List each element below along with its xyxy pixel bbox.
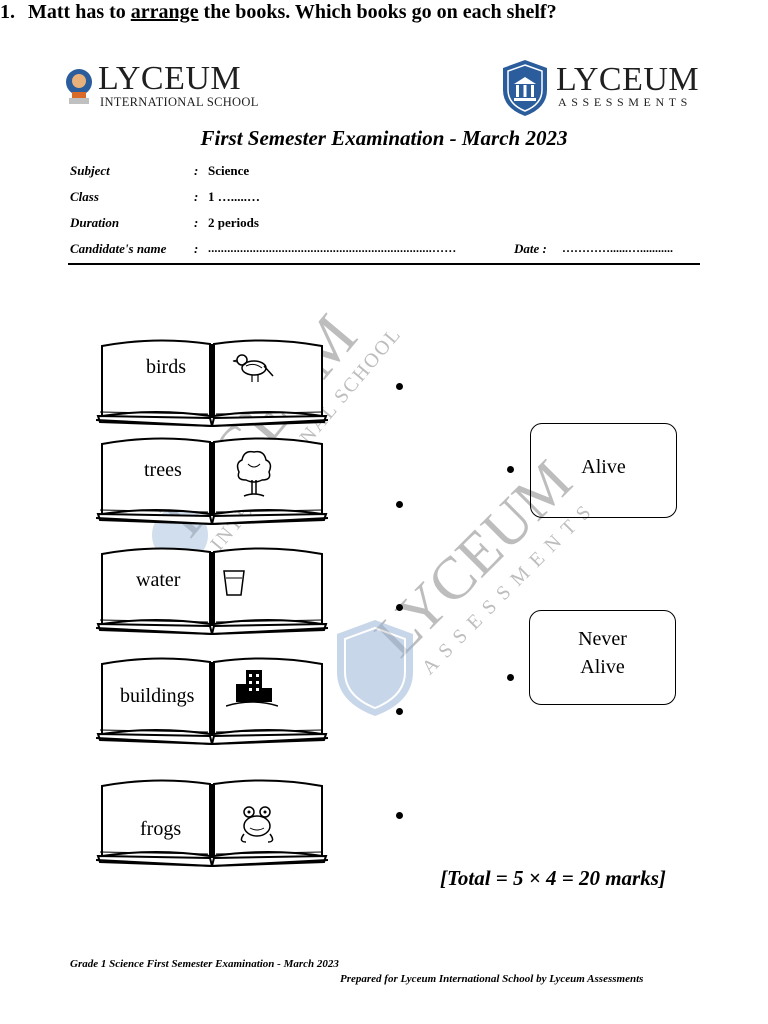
assessments-logo-subtitle: ASSESSMENTS [558,95,692,109]
book-frogs[interactable] [96,776,328,868]
match-dot-never-alive[interactable] [507,674,514,681]
question-text: Matt has to arrange the books. Which boo… [28,1,557,23]
class-colon: : [194,189,199,204]
date-label: Date : [514,241,547,256]
subject-colon: : [194,163,199,178]
never-alive-label-line1: Never [578,628,627,650]
book-label-trees: trees [144,459,182,481]
header-divider [68,263,700,265]
subject-label: Subject [70,163,110,178]
exam-title: First Semester Examination - March 2023 [200,126,568,150]
glass-icon [223,570,245,596]
total-marks: [Total = 5 × 4 = 20 marks] [440,866,666,890]
question-number: 1. [0,1,15,23]
book-birds[interactable] [96,336,328,428]
subject-value: Science [208,163,250,178]
underlined-word: arrange [130,1,199,23]
watermark-shield-icon [337,620,413,716]
answer-box-alive[interactable]: Alive [530,423,677,518]
answer-box-never-alive[interactable]: Never Alive [529,610,676,705]
school-logo-title: LYCEUM [98,60,242,97]
school-logo-subtitle: INTERNATIONAL SCHOOL [100,95,259,109]
class-value: 1 ….....… [208,189,260,204]
book-label-frogs: frogs [140,818,182,840]
frog-icon [240,806,274,843]
alive-label: Alive [581,456,626,478]
match-dot-birds[interactable] [396,383,403,390]
school-crest-icon [66,69,92,104]
tree-icon [236,450,272,497]
assessments-shield-icon [503,60,547,116]
date-field[interactable]: …………......…........... [562,241,673,255]
class-label: Class [70,189,99,204]
footer-left: Grade 1 Science First Semester Examinati… [70,958,339,970]
buildings-icon [226,670,278,707]
bird-icon [232,354,274,382]
match-dot-alive[interactable] [507,466,514,473]
book-label-birds: birds [146,356,186,378]
assessments-logo-title: LYCEUM [556,61,700,98]
duration-label: Duration [70,215,120,230]
never-alive-label-line2: Alive [580,656,625,678]
footer-right: Prepared for Lyceum International School… [340,973,644,985]
match-dot-buildings[interactable] [396,708,403,715]
book-label-water: water [136,569,181,591]
book-label-buildings: buildings [120,685,195,707]
match-dot-frogs[interactable] [396,812,403,819]
match-dot-trees[interactable] [396,501,403,508]
candidate-name-label: Candidate's name [70,241,167,256]
duration-value: 2 periods [208,215,259,230]
book-water[interactable] [96,544,328,636]
duration-colon: : [194,215,199,230]
candidate-colon: : [194,241,199,256]
candidate-name-field[interactable]: ........................................… [208,241,457,255]
book-trees[interactable] [96,434,328,526]
match-dot-water[interactable] [396,604,403,611]
